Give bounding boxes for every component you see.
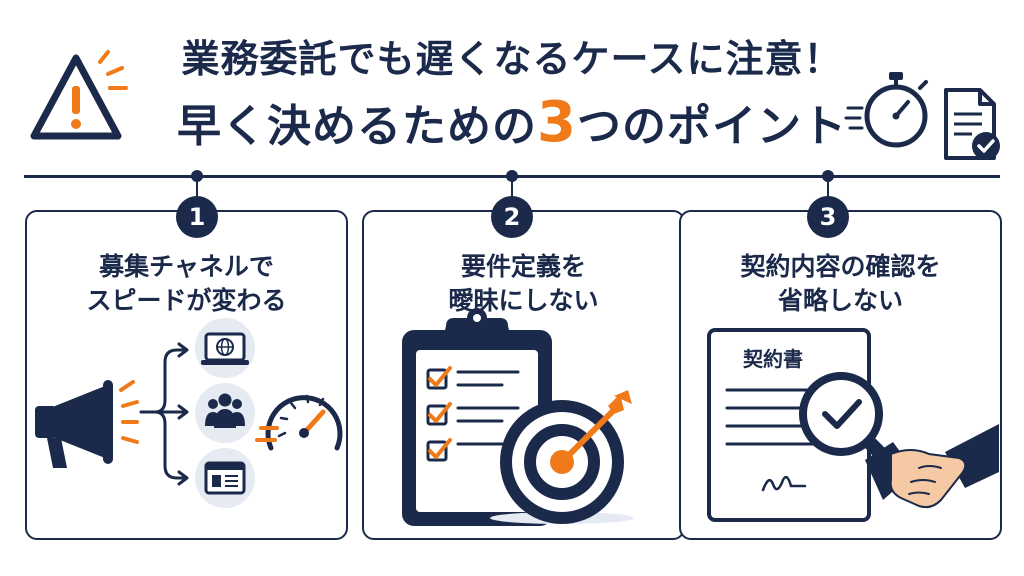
connector-line bbox=[827, 181, 829, 205]
point-2-badge: 2 bbox=[491, 196, 533, 238]
title-prefix: 早く決めるための bbox=[177, 101, 538, 152]
point-card-1: 募集チャネルで スピードが変わる bbox=[25, 210, 348, 540]
point-3-title-line2: 省略しない bbox=[777, 286, 903, 315]
connector-line bbox=[511, 181, 513, 205]
point-3-title-line1: 契約内容の確認を bbox=[740, 252, 941, 281]
divider-dot bbox=[191, 170, 203, 182]
divider-dot bbox=[506, 170, 518, 182]
divider-dot bbox=[822, 170, 834, 182]
channel-diagram bbox=[35, 318, 343, 508]
warning-icon bbox=[30, 50, 128, 140]
point-1-title-line1: 募集チャネルで bbox=[99, 252, 274, 281]
contract-label: 契約書 bbox=[742, 347, 803, 371]
point-2-title-line1: 要件定義を bbox=[460, 252, 586, 281]
people-icon bbox=[195, 383, 255, 443]
web-icon bbox=[195, 318, 255, 378]
point-3-badge: 3 bbox=[807, 196, 849, 238]
page-title-line1: 業務委託でも遅くなるケースに注意！ bbox=[181, 37, 843, 81]
point-1-title-line2: スピードが変わる bbox=[86, 286, 287, 315]
stopwatch-icon bbox=[844, 72, 928, 148]
title-suffix: つのポイント bbox=[576, 101, 847, 152]
page-title-line2: 早く決めるための3つのポイント bbox=[0, 90, 1024, 154]
handshake-icon bbox=[865, 424, 999, 509]
speedometer-icon bbox=[255, 394, 343, 451]
clipboard-target-illustration bbox=[402, 308, 634, 526]
contract-handshake-illustration: 契約書 bbox=[707, 328, 999, 522]
connector-line bbox=[196, 181, 198, 205]
browser-window-icon bbox=[195, 448, 255, 508]
point-1-badge: 1 bbox=[176, 196, 218, 238]
checked-document-icon bbox=[944, 88, 1000, 160]
title-number: 3 bbox=[537, 90, 577, 155]
target-icon bbox=[490, 390, 634, 524]
megaphone-icon bbox=[35, 380, 139, 468]
